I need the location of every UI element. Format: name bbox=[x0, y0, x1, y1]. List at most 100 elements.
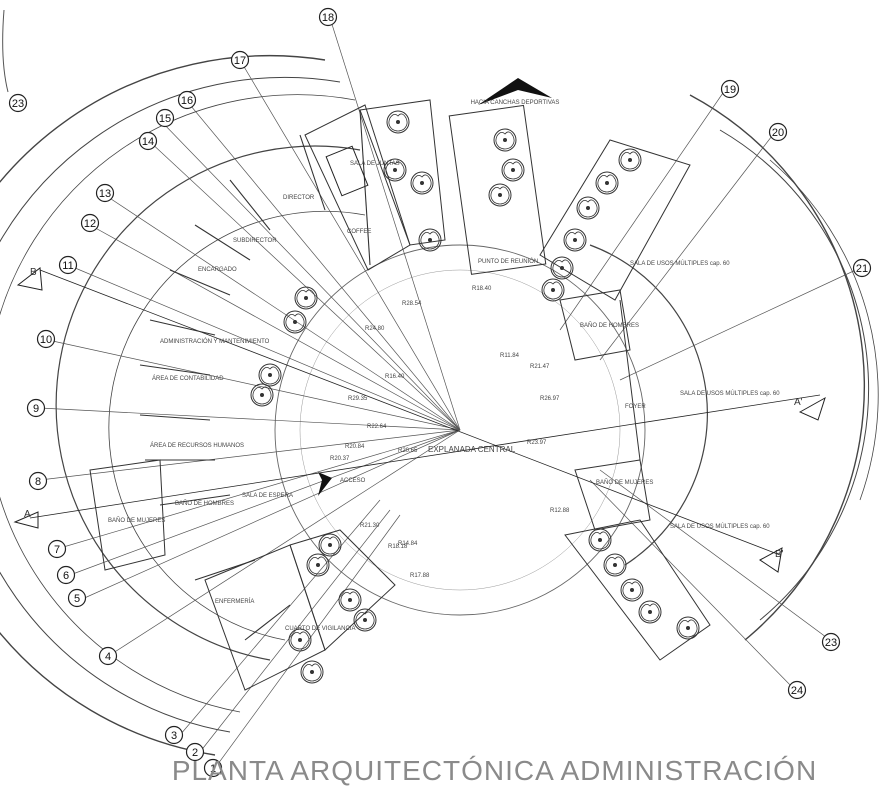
radius-label: R11.84 bbox=[500, 353, 520, 359]
radius-label: R26.97 bbox=[540, 396, 560, 402]
grid-bubble: 7 bbox=[47, 539, 67, 559]
plan-title: PLANTA ARQUITECTÓNICA ADMINISTRACIÓN bbox=[171, 755, 818, 786]
svg-text:11: 11 bbox=[62, 260, 73, 272]
svg-text:19: 19 bbox=[724, 84, 736, 96]
grid-bubble: 14 bbox=[138, 131, 158, 151]
room-label: ADMINISTRACIÓN Y MANTENIMIENTO bbox=[160, 338, 270, 345]
svg-text:7: 7 bbox=[54, 544, 60, 556]
right-wing-blocks bbox=[539, 139, 711, 661]
room-label: ÁREA DE RECURSOS HUMANOS bbox=[150, 442, 244, 449]
radius-label: R23.97 bbox=[527, 440, 547, 446]
radius-label: R17.88 bbox=[410, 573, 430, 579]
section-markers bbox=[13, 267, 826, 573]
room-label: BAÑO DE HOMBRES bbox=[175, 500, 234, 507]
radius-label: R22.64 bbox=[367, 424, 387, 430]
radius-label: R29.35 bbox=[348, 396, 368, 402]
grid-bubble: 6 bbox=[56, 565, 76, 585]
radius-label: R28.54 bbox=[402, 301, 422, 307]
north-label: HACIA CANCHAS DEPORTIVAS bbox=[471, 100, 560, 106]
svg-text:21: 21 bbox=[856, 263, 868, 275]
svg-text:12: 12 bbox=[84, 218, 96, 230]
outer-site-arc bbox=[2, 9, 9, 93]
room-partitions bbox=[139, 109, 371, 641]
svg-text:5: 5 bbox=[74, 593, 80, 605]
room-label: SALA DE USOS MÚLTIPLES cap. 60 bbox=[630, 260, 730, 267]
room-label: BAÑO DE MUJERES bbox=[108, 517, 165, 524]
conference-table bbox=[325, 145, 369, 197]
section-line-b bbox=[39, 269, 781, 556]
esplanade-inner bbox=[299, 269, 621, 591]
radial-grid-lines bbox=[39, 17, 861, 769]
radius-label: R21.47 bbox=[530, 364, 550, 370]
grid-bubble: 21 bbox=[852, 258, 872, 278]
svg-text:8: 8 bbox=[35, 476, 41, 488]
svg-text:1: 1 bbox=[210, 763, 216, 775]
meeting-room-block bbox=[304, 99, 547, 275]
room-label: ENFERMERÍA bbox=[215, 598, 254, 605]
room-label: ÁREA DE CONTABILIDAD bbox=[152, 375, 224, 382]
grid-bubble: 9 bbox=[26, 398, 46, 418]
room-label: SUBDIRECTOR bbox=[233, 238, 277, 244]
plan-text: HACIA CANCHAS DEPORTIVAS SALA DE JUNTAS … bbox=[24, 100, 803, 632]
grid-bubble: 13 bbox=[95, 183, 115, 203]
esplanade-circle bbox=[274, 244, 646, 616]
grid-bubble: 18 bbox=[318, 7, 338, 27]
svg-text:24: 24 bbox=[791, 685, 803, 697]
svg-text:14: 14 bbox=[142, 136, 154, 148]
room-label: PUNTO DE REUNIÓN bbox=[478, 258, 538, 265]
access-arrow-icon bbox=[318, 472, 332, 496]
room-label: SALA DE JUNTAS bbox=[350, 161, 400, 167]
grid-bubble: 23 bbox=[821, 632, 841, 652]
radius-label: R24.80 bbox=[365, 326, 385, 332]
room-label: SALA DE ESPERA bbox=[242, 493, 293, 499]
section-mark: B' bbox=[775, 549, 784, 560]
svg-text:3: 3 bbox=[171, 730, 177, 742]
grid-bubble: 24 bbox=[787, 680, 807, 700]
right-wing-arcs bbox=[589, 94, 879, 641]
svg-text:15: 15 bbox=[159, 113, 171, 125]
grid-bubble: 15 bbox=[155, 108, 175, 128]
radius-label: R20.65 bbox=[398, 448, 418, 454]
radius-label: R18.18 bbox=[388, 544, 408, 550]
room-label: SALA DE USOS MÚLTIPLES cap. 60 bbox=[670, 523, 770, 530]
radius-label: R14.84 bbox=[398, 541, 418, 547]
svg-text:10: 10 bbox=[40, 334, 52, 346]
room-label: EXPLANADA CENTRAL bbox=[428, 445, 516, 454]
room-label: CUARTO DE VIGILANCIA bbox=[285, 626, 355, 632]
southwest-blocks bbox=[89, 459, 396, 691]
grid-bubble: 11 bbox=[58, 255, 78, 275]
grid-bubbles: 1 2 3 4 5 6 7 8 9 10 11 12 13 14 15 16 1… bbox=[8, 7, 872, 778]
section-mark: A bbox=[24, 509, 31, 520]
grid-bubble: 10 bbox=[36, 329, 56, 349]
room-label: BAÑO DE HOMBRES bbox=[580, 322, 639, 329]
grid-bubble: 20 bbox=[768, 122, 788, 142]
room-label: COFFEE bbox=[347, 229, 371, 235]
svg-text:17: 17 bbox=[234, 55, 246, 67]
radius-label: R20.84 bbox=[345, 444, 365, 450]
north-arrow-icon bbox=[478, 78, 552, 105]
room-label: DIRECTOR bbox=[283, 195, 315, 201]
grid-bubble: 12 bbox=[80, 213, 100, 233]
svg-text:9: 9 bbox=[33, 403, 39, 415]
grid-bubble: 5 bbox=[67, 588, 87, 608]
grid-bubble: 1 bbox=[203, 758, 223, 778]
svg-text:16: 16 bbox=[181, 95, 193, 107]
radius-label: R12.88 bbox=[550, 508, 570, 514]
grid-bubble: 17 bbox=[230, 50, 250, 70]
grid-bubble: 23 bbox=[8, 93, 28, 113]
section-mark: A' bbox=[794, 397, 803, 408]
svg-text:23: 23 bbox=[12, 98, 24, 110]
radius-label: R16.40 bbox=[385, 374, 405, 380]
radius-label: R21.30 bbox=[360, 523, 380, 529]
svg-text:13: 13 bbox=[99, 188, 111, 200]
room-label: BAÑO DE MUJERES bbox=[596, 479, 653, 486]
left-wing-arcs bbox=[0, 55, 366, 756]
grid-bubble: 4 bbox=[98, 646, 118, 666]
radius-label: R20.37 bbox=[330, 456, 350, 462]
room-label: ENCARGADO bbox=[198, 267, 237, 273]
grid-bubble: 19 bbox=[720, 79, 740, 99]
grid-bubble: 16 bbox=[177, 90, 197, 110]
grid-bubble: 2 bbox=[185, 742, 205, 762]
grid-bubble: 8 bbox=[28, 471, 48, 491]
